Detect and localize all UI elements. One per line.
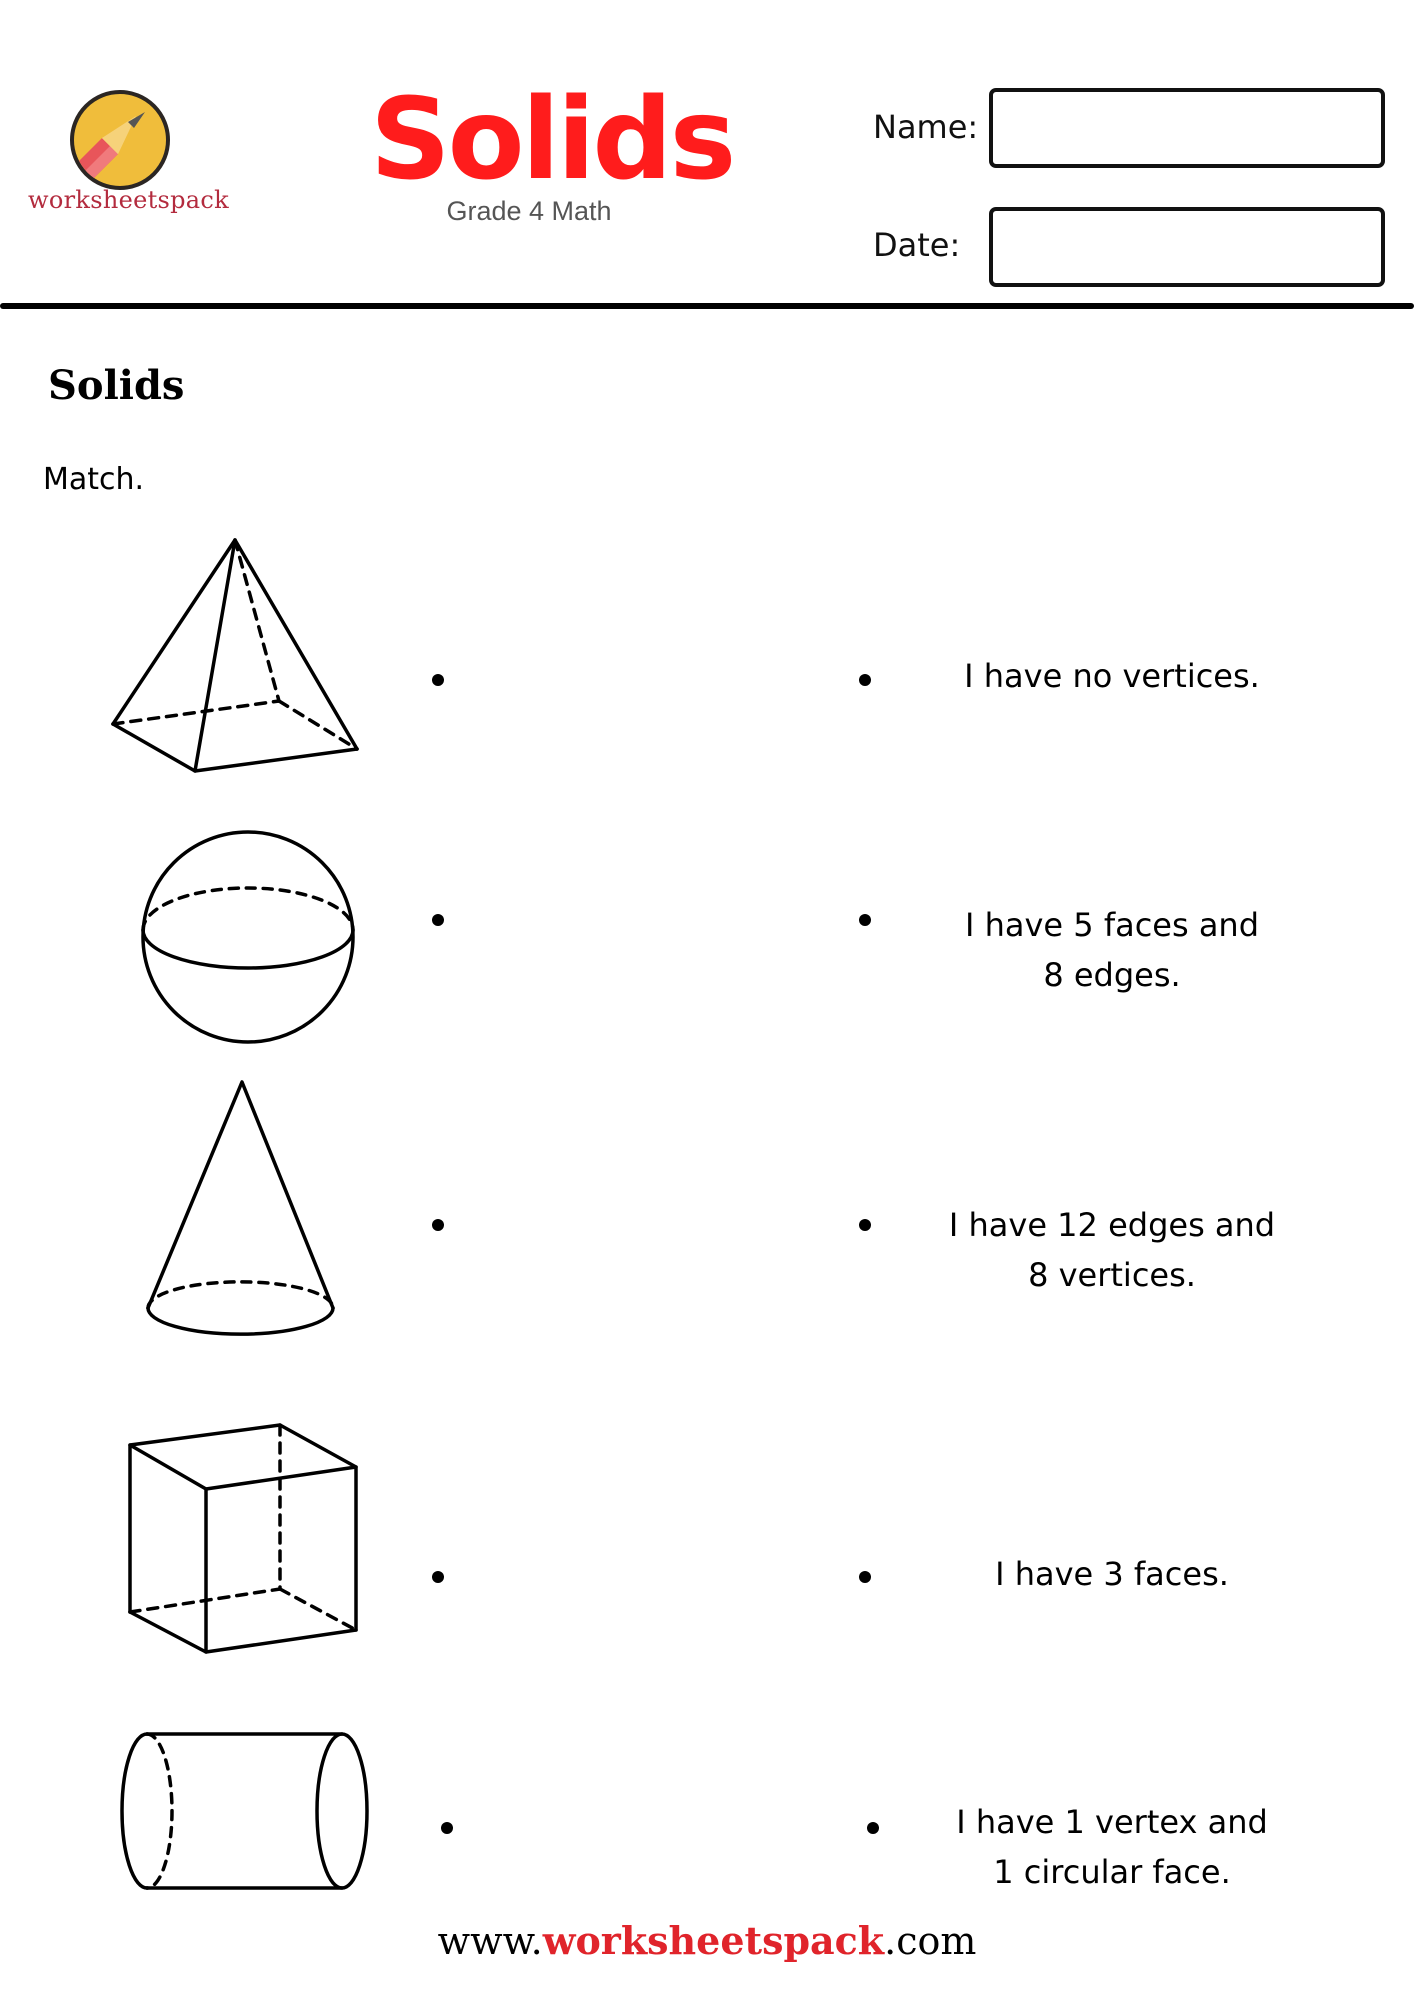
footer-suffix: .com (884, 1919, 977, 1963)
left-match-dot[interactable] (441, 1822, 453, 1834)
left-match-dot[interactable] (432, 1219, 444, 1231)
left-match-dot[interactable] (432, 674, 444, 686)
right-match-dot[interactable] (859, 1571, 871, 1583)
left-match-dot[interactable] (432, 914, 444, 926)
name-field[interactable] (989, 88, 1385, 168)
section-title: Solids (48, 362, 185, 409)
right-match-dot[interactable] (859, 1219, 871, 1231)
cone-icon (146, 1080, 335, 1336)
cylinder-icon (120, 1732, 369, 1890)
cube-icon (128, 1423, 358, 1654)
footer-url: www.worksheetspack.com (350, 1918, 1064, 1963)
clue-text: I have no vertices. (964, 657, 1260, 695)
header-divider (0, 303, 1414, 309)
footer-brand: worksheetspack (542, 1918, 885, 1963)
logo-wordmark: worksheetspack (28, 186, 230, 214)
date-label: Date: (873, 226, 961, 264)
date-field[interactable] (989, 207, 1385, 287)
clue-text: I have 3 faces. (995, 1555, 1229, 1593)
sphere-icon (141, 830, 355, 1044)
worksheet-title: Solids (370, 75, 736, 205)
right-match-dot[interactable] (859, 914, 871, 926)
logo-pencil-badge-icon (70, 90, 170, 190)
name-label: Name: (873, 108, 979, 146)
left-match-dot[interactable] (432, 1571, 444, 1583)
instruction-text: Match. (43, 462, 145, 497)
square-pyramid-icon (111, 538, 359, 773)
footer-prefix: www. (437, 1919, 543, 1963)
worksheet-subtitle: Grade 4 Math (446, 196, 612, 226)
right-match-dot[interactable] (867, 1822, 879, 1834)
right-match-dot[interactable] (859, 674, 871, 686)
